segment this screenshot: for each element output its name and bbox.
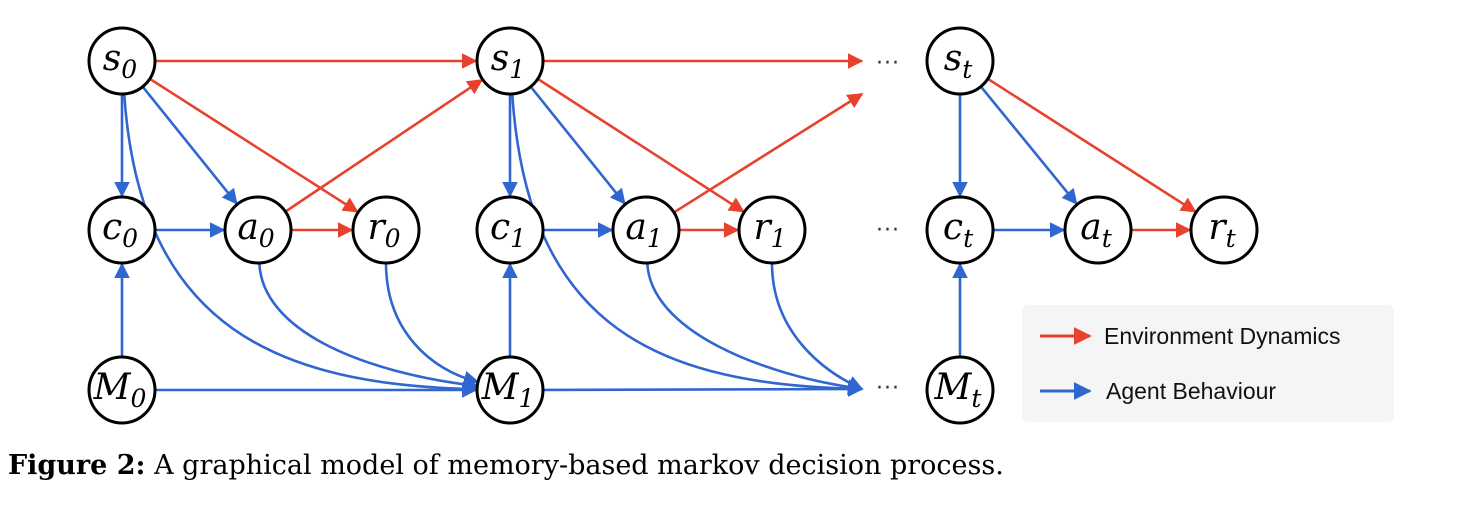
node-M0-circle — [87, 355, 157, 425]
node-M0: M0 — [87, 355, 157, 425]
node-at: at — [1063, 195, 1133, 265]
edge-environment-a1-to-ellipsis-mid — [673, 92, 864, 214]
node-r1-circle — [737, 195, 807, 265]
node-at-label: at — [1080, 207, 1112, 253]
node-ct-circle — [925, 195, 995, 265]
node-s0: s0 — [87, 26, 157, 96]
node-r1: r1 — [737, 195, 807, 265]
node-rt-circle — [1189, 195, 1259, 265]
legend-box — [1022, 305, 1394, 422]
edge-environment-s0-to-r0 — [149, 77, 359, 213]
node-c0: c0 — [87, 195, 157, 265]
edge-agent-s0-to-a0 — [141, 85, 238, 205]
node-a0: a0 — [223, 195, 293, 265]
ellipsis-mid: ··· — [876, 218, 900, 243]
edge-agent-s0-to-M1 — [122, 93, 479, 397]
node-a1-circle — [611, 195, 681, 265]
node-a0-circle — [223, 195, 293, 265]
node-s0-label: s0 — [103, 38, 137, 84]
ellipsis-bottom: ··· — [876, 376, 900, 401]
node-r1-label: r1 — [753, 207, 786, 253]
legend-agent-label: Agent Behaviour — [1106, 378, 1276, 404]
node-s0-circle — [87, 26, 157, 96]
edge-agent-a0-to-M1 — [258, 262, 479, 393]
node-M1-label: M1 — [481, 367, 535, 413]
node-Mt-circle — [925, 355, 995, 425]
edge-agent-a1-to-ellipsis-bottom — [646, 262, 864, 395]
node-c0-circle — [87, 195, 157, 265]
edge-agent-s1-to-ellipsis-bottom — [510, 93, 864, 397]
node-a1-label: a1 — [625, 207, 662, 253]
node-s1-circle — [475, 26, 545, 96]
node-c1: c1 — [475, 195, 545, 265]
node-a1: a1 — [611, 195, 681, 265]
figure-caption: Figure 2: A graphical model of memory-ba… — [8, 450, 1004, 481]
node-r0-label: r0 — [367, 207, 400, 253]
node-M0-label: M0 — [93, 367, 147, 413]
edge-environment-st-to-rt — [987, 77, 1197, 213]
edge-environment-a0-to-s1 — [284, 78, 484, 213]
node-Mt: Mt — [925, 355, 995, 425]
edge-agent-M1-to-ellipsis-bottom — [542, 381, 864, 397]
node-st: st — [925, 26, 995, 96]
node-rt: rt — [1189, 195, 1259, 265]
ellipsis-top: ··· — [876, 51, 900, 76]
legend: Environment Dynamics Agent Behaviour — [1022, 305, 1394, 422]
node-ct-label: ct — [943, 207, 974, 253]
caption-text: A graphical model of memory-based markov… — [145, 450, 1004, 481]
node-r0-circle — [351, 195, 421, 265]
legend-environment-label: Environment Dynamics — [1104, 323, 1340, 349]
edge-agent-r0-to-M1 — [384, 262, 480, 387]
edge-agent-r1-to-ellipsis-bottom — [770, 262, 864, 391]
node-Mt-label: Mt — [934, 367, 983, 413]
edges — [114, 53, 1197, 398]
node-rt-label: rt — [1208, 207, 1236, 253]
node-M1-circle — [475, 355, 545, 425]
node-c1-label: c1 — [490, 207, 526, 253]
node-s1: s1 — [475, 26, 545, 96]
edge-environment-s1-to-r1 — [537, 77, 745, 213]
node-c0-label: c0 — [102, 207, 138, 253]
node-M1: M1 — [475, 355, 545, 425]
node-a0-label: a0 — [237, 207, 274, 253]
node-c1-circle — [475, 195, 545, 265]
node-ct: ct — [925, 195, 995, 265]
node-at-circle — [1063, 195, 1133, 265]
node-s1-label: s1 — [491, 38, 525, 84]
caption-label: Figure 2: — [8, 450, 146, 481]
node-st-circle — [925, 26, 995, 96]
node-st-label: st — [944, 38, 973, 84]
edge-agent-st-to-at — [979, 85, 1078, 205]
node-r0: r0 — [351, 195, 421, 265]
edge-agent-s1-to-a1 — [529, 85, 626, 205]
